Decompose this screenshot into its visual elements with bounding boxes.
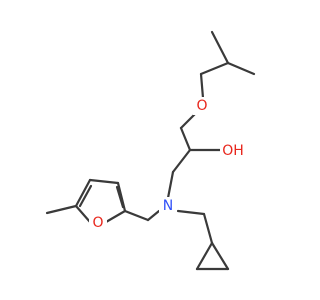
bond xyxy=(74,178,92,208)
bond xyxy=(226,61,256,76)
bond-layer xyxy=(45,30,256,271)
bond xyxy=(166,170,175,200)
bond xyxy=(199,72,205,100)
hydroxyl-label: OH xyxy=(222,143,244,159)
bond xyxy=(202,212,214,245)
atom-labels: O OH N O xyxy=(89,97,246,232)
bond xyxy=(45,204,78,215)
furan-oxygen-bg xyxy=(89,214,107,232)
amine-nitrogen-label: N xyxy=(163,198,173,214)
bond xyxy=(171,148,192,174)
ether-oxygen-bg xyxy=(193,97,211,115)
bond xyxy=(74,204,92,224)
bond xyxy=(104,209,127,224)
structure-canvas: O OH N O xyxy=(45,30,256,271)
bond xyxy=(176,209,206,216)
bond xyxy=(195,241,214,271)
hydroxyl-bg xyxy=(220,142,246,160)
bond xyxy=(146,209,161,222)
amine-nitrogen-bg xyxy=(159,197,177,215)
bond xyxy=(199,61,230,76)
furan-oxygen-label: O xyxy=(92,215,103,231)
bond xyxy=(210,30,230,65)
bond xyxy=(210,241,230,271)
bond xyxy=(179,126,192,152)
bond xyxy=(78,184,93,208)
molecule-drawing: O OH N O xyxy=(45,30,256,271)
bond xyxy=(115,185,125,209)
ether-oxygen-label: O xyxy=(196,98,207,114)
bond xyxy=(179,111,198,130)
bond xyxy=(123,209,150,222)
bond xyxy=(88,178,120,185)
